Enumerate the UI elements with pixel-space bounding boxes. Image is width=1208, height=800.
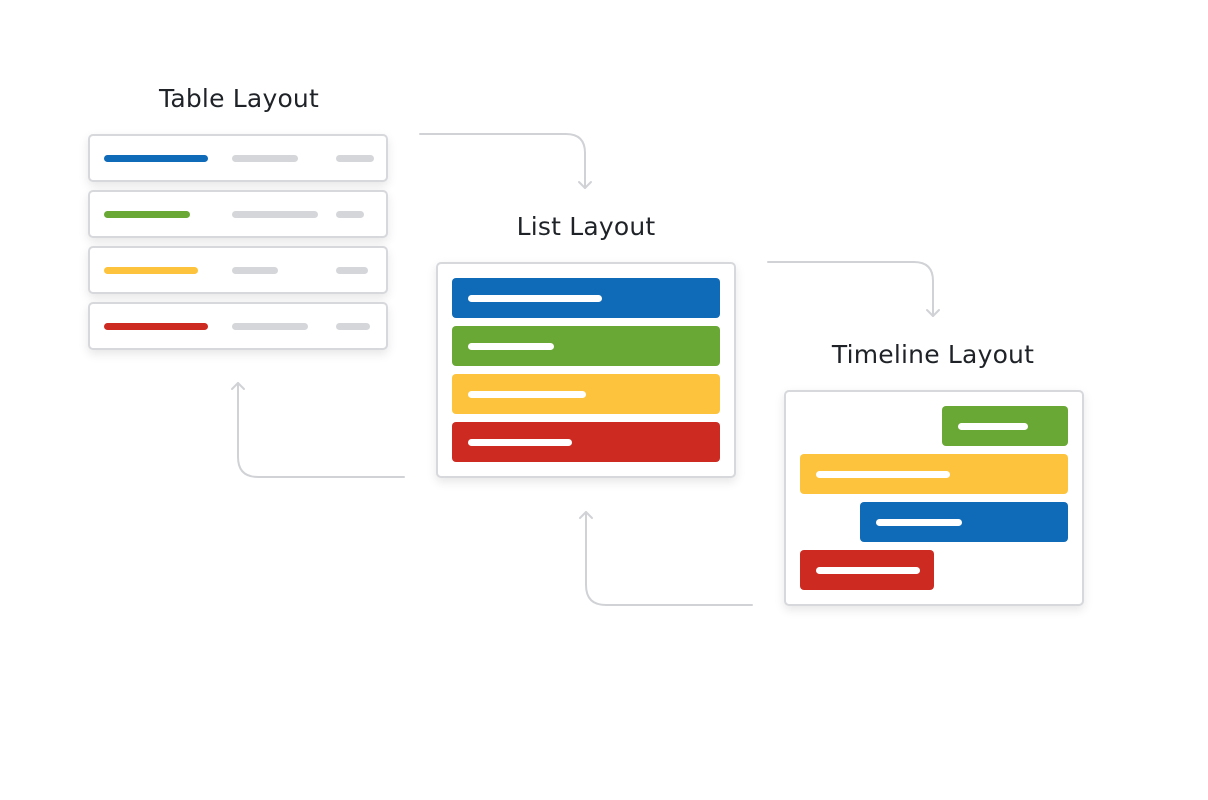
arrowhead-table-to-list	[578, 181, 592, 189]
timeline-bar	[942, 406, 1068, 446]
timeline-bar-line	[876, 519, 962, 526]
row-meta-line	[336, 211, 364, 218]
list-item	[452, 326, 720, 366]
arrow-list-to-timeline	[767, 261, 934, 317]
table-layout-heading: Table Layout	[159, 84, 319, 113]
row-meta-line	[336, 155, 374, 162]
table-row	[88, 190, 388, 238]
timeline-layout-heading: Timeline Layout	[831, 340, 1035, 369]
row-meta-line	[336, 323, 370, 330]
timeline-bar-line	[816, 567, 920, 574]
arrowhead-list-to-timeline	[926, 309, 940, 317]
list-item	[452, 422, 720, 462]
list-item	[452, 374, 720, 414]
row-detail-line	[232, 211, 318, 218]
list-item	[452, 278, 720, 318]
row-detail-line	[232, 323, 308, 330]
timeline-layout	[784, 390, 1084, 606]
arrow-table-to-list	[419, 133, 586, 189]
arrow-timeline-to-list	[585, 511, 753, 606]
row-detail-line	[232, 267, 278, 274]
timeline-bar-line	[816, 471, 950, 478]
row-detail-line	[232, 155, 298, 162]
list-layout	[436, 262, 736, 478]
row-title-line	[104, 155, 208, 162]
list-item-line	[468, 391, 586, 398]
row-meta-line	[336, 267, 368, 274]
arrowhead-list-to-table	[231, 382, 245, 390]
list-item-line	[468, 295, 602, 302]
list-item-line	[468, 439, 572, 446]
row-title-line	[104, 211, 190, 218]
row-title-line	[104, 323, 208, 330]
timeline-bar	[860, 502, 1068, 542]
list-layout-heading: List Layout	[516, 212, 656, 241]
timeline-bar-line	[958, 423, 1028, 430]
table-row	[88, 302, 388, 350]
table-row	[88, 134, 388, 182]
row-title-line	[104, 267, 198, 274]
timeline-bar	[800, 454, 1068, 494]
timeline-bar	[800, 550, 934, 590]
arrowhead-timeline-to-list	[579, 511, 593, 519]
list-item-line	[468, 343, 554, 350]
table-row	[88, 246, 388, 294]
arrow-list-to-table	[237, 382, 405, 478]
